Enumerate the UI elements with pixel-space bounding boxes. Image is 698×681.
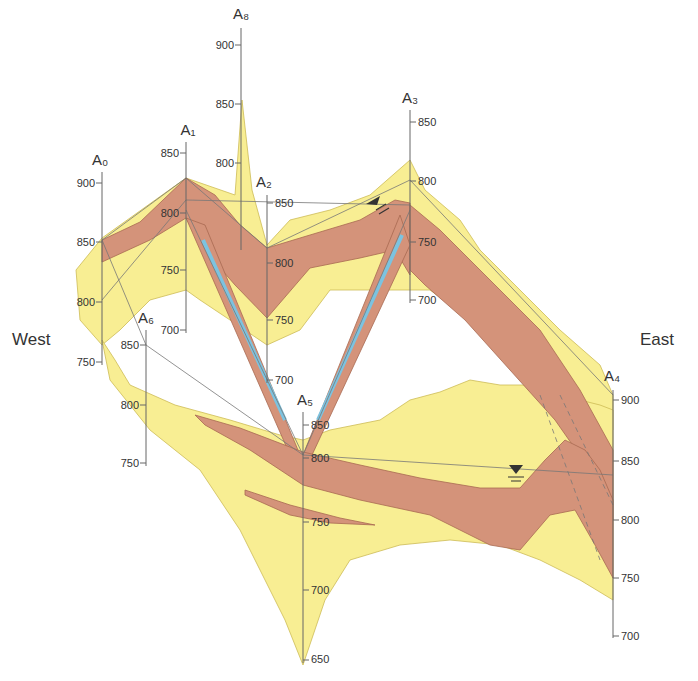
elevation-tick: 900 — [621, 394, 639, 406]
elevation-tick: 750 — [77, 356, 95, 368]
borehole-label: A₃ — [402, 90, 418, 107]
clay-lens — [245, 490, 375, 525]
elevation-tick: 800 — [311, 452, 329, 464]
elevation-tick: 800 — [275, 257, 293, 269]
elevation-tick: 850 — [77, 236, 95, 248]
elevation-tick: 700 — [275, 374, 293, 386]
elevation-tick: 850 — [161, 147, 179, 159]
elevation-tick: 850 — [621, 455, 639, 467]
elevation-tick: 900 — [216, 39, 234, 51]
water-table-symbol — [508, 477, 524, 481]
elevation-tick: 850 — [275, 197, 293, 209]
water-table-symbol — [509, 465, 523, 474]
borehole-label: A₂ — [256, 174, 272, 191]
elevation-tick: 850 — [216, 98, 234, 110]
borehole-axis — [96, 28, 619, 663]
elevation-tick: 750 — [311, 516, 329, 528]
borehole-label: A₀ — [92, 152, 108, 169]
elevation-tick: 750 — [275, 314, 293, 326]
elevation-tick: 750 — [161, 264, 179, 276]
elevation-tick: 850 — [121, 339, 139, 351]
borehole-label: A₆ — [138, 310, 154, 327]
direction-label: East — [640, 331, 674, 350]
fault-symbol — [376, 204, 389, 214]
elevation-tick: 700 — [311, 584, 329, 596]
elevation-tick: 700 — [621, 630, 639, 642]
elevation-tick: 800 — [161, 207, 179, 219]
fence-line — [102, 178, 613, 475]
elevation-tick: 900 — [77, 177, 95, 189]
elevation-tick: 750 — [121, 457, 139, 469]
elevation-tick: 750 — [621, 572, 639, 584]
elevation-tick: 800 — [121, 399, 139, 411]
direction-label: West — [12, 331, 50, 350]
elevation-tick: 850 — [311, 419, 329, 431]
borehole-label: A₄ — [604, 368, 620, 385]
borehole-label: A₅ — [297, 392, 313, 409]
elevation-tick: 700 — [161, 324, 179, 336]
elevation-tick: 800 — [621, 514, 639, 526]
elevation-tick: 700 — [418, 294, 436, 306]
elevation-tick: 800 — [216, 157, 234, 169]
fault-symbol — [366, 196, 380, 205]
elevation-tick: 800 — [77, 296, 95, 308]
borehole-label: A₈ — [233, 6, 249, 23]
elevation-tick: 750 — [418, 236, 436, 248]
gravel-strip — [203, 240, 285, 420]
clay-layer — [195, 415, 613, 578]
elevation-tick: 650 — [311, 653, 329, 665]
clay-layer — [303, 215, 410, 455]
borehole-label: A₁ — [180, 122, 195, 139]
elevation-tick: 800 — [418, 175, 436, 187]
clay-layer — [102, 178, 410, 318]
elevation-tick: 850 — [418, 116, 436, 128]
fence-line — [540, 395, 613, 560]
